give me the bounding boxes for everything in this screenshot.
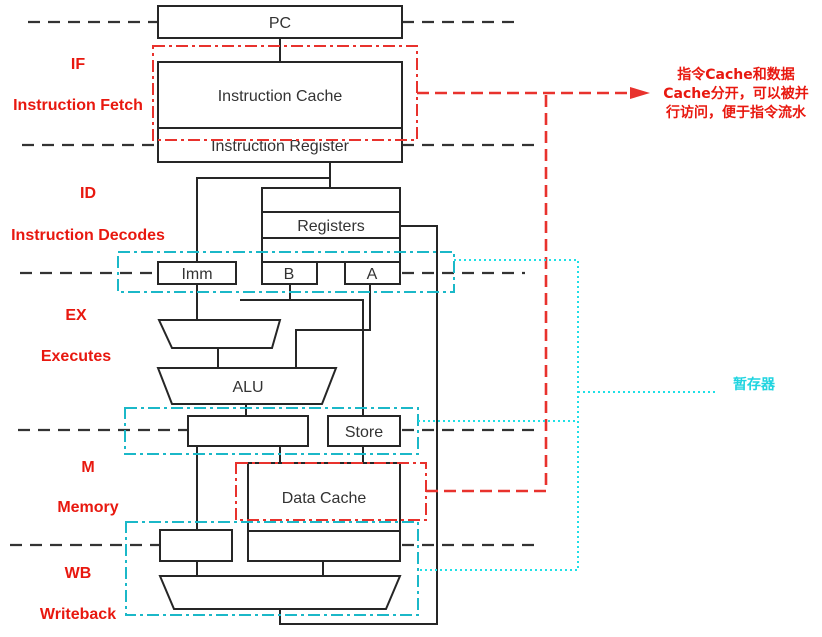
ex-m-register-highlight bbox=[124, 407, 419, 455]
store-block: Store bbox=[327, 415, 401, 447]
store-label: Store bbox=[345, 424, 383, 441]
alu-output-latch bbox=[187, 415, 309, 447]
registers-block: Registers bbox=[261, 187, 401, 263]
pc-label: PC bbox=[269, 15, 291, 32]
registers-label: Registers bbox=[297, 218, 365, 235]
imm-register: Imm bbox=[157, 261, 237, 285]
stage-m-abbr: M bbox=[81, 459, 94, 476]
instruction-register-label: Instruction Register bbox=[211, 138, 350, 155]
data-cache-label: Data Cache bbox=[282, 490, 367, 507]
cache-note-line-3: 行访问，便于指令流水 bbox=[665, 104, 807, 121]
arrow-head-icon bbox=[630, 87, 650, 99]
pc-block: PC bbox=[157, 5, 403, 39]
cache-note-line-1: 指令Cache和数据 bbox=[677, 66, 794, 83]
instruction-cache-block: Instruction Cache bbox=[157, 61, 403, 129]
b-label: B bbox=[284, 266, 295, 283]
id-ex-register-highlight bbox=[117, 251, 455, 293]
stage-if-abbr: IF bbox=[71, 56, 85, 73]
a-label: A bbox=[367, 266, 378, 283]
stage-m-full: Memory bbox=[57, 499, 118, 516]
writeback-mux bbox=[158, 575, 402, 610]
stage-id-full: Instruction Decodes bbox=[11, 227, 165, 244]
register-annotation bbox=[117, 251, 715, 616]
operand-mux bbox=[157, 319, 282, 349]
instruction-register-block: Instruction Register bbox=[157, 127, 403, 163]
stage-labels: IF Instruction Fetch ID Instruction Deco… bbox=[11, 56, 165, 623]
datapath-wires bbox=[196, 38, 438, 625]
stage-id-abbr: ID bbox=[80, 185, 96, 202]
stage-if-full: Instruction Fetch bbox=[13, 97, 143, 114]
instruction-cache-label: Instruction Cache bbox=[218, 88, 343, 105]
stage-ex-abbr: EX bbox=[65, 307, 87, 324]
pipeline-separators bbox=[10, 20, 540, 547]
cache-note: 指令Cache和数据 Cache分开，可以被并 行访问，便于指令流水 bbox=[663, 66, 808, 121]
imm-label: Imm bbox=[181, 266, 212, 283]
stage-wb-abbr: WB bbox=[65, 565, 92, 582]
a-register: A bbox=[344, 261, 401, 285]
stage-ex-full: Executes bbox=[41, 348, 111, 365]
wb-right-latch bbox=[247, 530, 401, 562]
m-wb-register-highlight bbox=[125, 521, 419, 616]
stage-wb-full: Writeback bbox=[40, 606, 116, 623]
wb-left-latch bbox=[159, 529, 233, 562]
alu-block: ALU bbox=[156, 367, 338, 405]
registers-note: 暂存器 bbox=[733, 376, 776, 393]
cache-note-line-2: Cache分开，可以被并 bbox=[663, 85, 808, 102]
cache-annotation bbox=[152, 45, 650, 521]
alu-label: ALU bbox=[232, 379, 263, 396]
b-register: B bbox=[261, 261, 318, 285]
